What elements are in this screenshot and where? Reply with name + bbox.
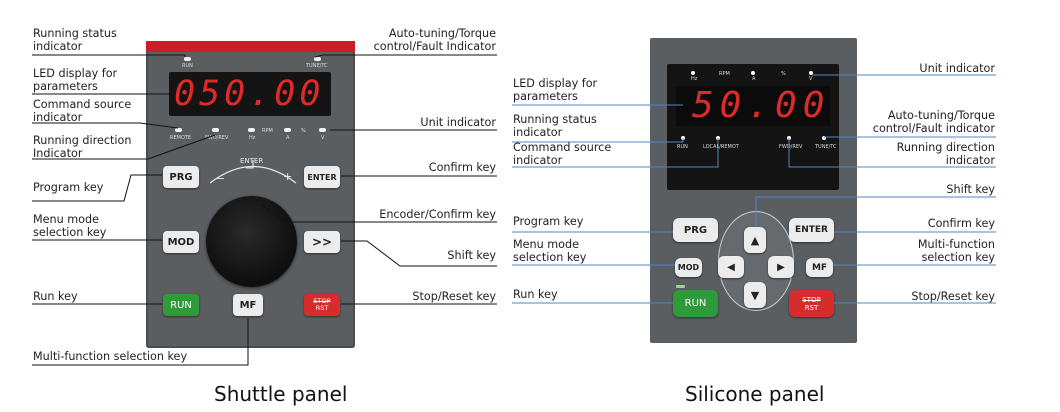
tune-led (314, 57, 321, 61)
sil-mod-button[interactable]: MOD (675, 258, 702, 277)
rpm-mini-label: RPM (262, 128, 273, 134)
label-program-key: Program key (33, 181, 104, 194)
sil-run-label: RUN (677, 144, 688, 150)
v-led-label: V (321, 135, 325, 141)
tune-led-label: TUNE/TC (306, 63, 328, 69)
silicone-display-window (667, 64, 839, 190)
sil-prg-button[interactable]: PRG (673, 218, 718, 242)
label-confirm-key: Confirm key (428, 161, 496, 174)
sil-label-running-status: Running status indicator (513, 113, 597, 139)
fwdrev-led (212, 128, 219, 132)
label-led-display: LED display for parameters (33, 67, 118, 93)
sil-label-menu-mode: Menu mode selection key (513, 238, 587, 264)
label-command-source: Command source indicator (33, 98, 132, 124)
sil-label-auto-tuning: Auto-tuning/Torque control/Fault indicat… (872, 109, 995, 135)
shuttle-led-display (169, 72, 331, 116)
sil-rst-label: RST (804, 303, 819, 312)
sil-hz-label: Hz (691, 76, 698, 82)
shuttle-prg-button[interactable]: PRG (163, 166, 199, 188)
a-led-label: A (286, 135, 290, 141)
sil-v-led (809, 71, 813, 75)
shuttle-run-button[interactable]: RUN (163, 294, 199, 316)
run-led (184, 57, 191, 61)
sil-local-label: LOCAL/REMOT (703, 144, 739, 150)
sil-pct-label: % (781, 71, 786, 77)
caption-silicone: Silicone panel (685, 382, 825, 406)
sil-label-confirm-key: Confirm key (927, 217, 995, 230)
label-stop-reset: Stop/Reset key (412, 290, 496, 303)
shuttle-display-value: 050.00 (174, 74, 325, 114)
sil-label-shift-key: Shift key (946, 183, 995, 196)
a-led (284, 128, 291, 132)
remote-led (175, 128, 182, 132)
label-run-key: Run key (33, 290, 78, 303)
shuttle-mf-button[interactable]: MF (233, 294, 263, 316)
shuttle-stop-button[interactable]: STOP RST (304, 294, 340, 316)
sil-stop-label: STOP (802, 295, 821, 304)
label-running-status: Running status indicator (33, 27, 117, 53)
sil-down-button[interactable]: ▼ (744, 282, 766, 308)
knob-minus-label: − (216, 172, 226, 185)
stop-label: STOP (313, 297, 331, 305)
shuttle-mod-button[interactable]: MOD (163, 231, 199, 253)
sil-stop-button[interactable]: STOP RST (789, 290, 834, 317)
remote-led-label: REMOTE (170, 135, 192, 141)
label-encoder-confirm: Encoder/Confirm key (379, 208, 496, 221)
sil-run-indicator-led (676, 285, 685, 288)
hz-led (248, 128, 255, 132)
sil-right-button[interactable]: ▶ (768, 256, 794, 278)
caption-shuttle: Shuttle panel (214, 382, 348, 406)
sil-tune-led (822, 136, 826, 140)
fwdrev-led-label: FWD/REV (205, 135, 229, 141)
shuttle-enter-button[interactable]: ENTER (304, 166, 340, 188)
sil-a-led (751, 71, 755, 75)
hz-led-label: Hz (249, 135, 256, 141)
sil-v-label: V (809, 76, 813, 82)
sil-mf-button[interactable]: MF (806, 258, 833, 277)
run-led-label: RUN (182, 63, 193, 69)
rst-label: RST (315, 304, 329, 312)
sil-label-multi-function: Multi-function selection key (917, 238, 995, 264)
shuttle-shift-button[interactable]: >> (304, 231, 340, 253)
sil-rpm-label: RPM (719, 71, 730, 77)
knob-enter-label: ENTER (240, 157, 264, 165)
encoder-knob[interactable] (206, 196, 297, 287)
label-menu-mode: Menu mode selection key (33, 213, 107, 239)
sil-fwdrev-label: FWD/REV (779, 144, 803, 150)
sil-label-run-key: Run key (513, 288, 558, 301)
pct-mini-label: % (301, 128, 306, 134)
sil-enter-button[interactable]: ENTER (789, 218, 834, 242)
sil-hz-led (691, 71, 695, 75)
sil-tune-label: TUNE/TC (815, 144, 837, 150)
sil-left-button[interactable]: ◀ (718, 256, 744, 278)
sil-label-unit-indicator: Unit indicator (919, 62, 995, 75)
sil-label-command-source: Command source indicator (513, 141, 612, 167)
sil-label-stop-reset: Stop/Reset key (911, 290, 995, 303)
shuttle-top-strip (146, 41, 355, 52)
label-multi-function: Multi-function selection key (33, 350, 188, 363)
sil-label-led-display: LED display for parameters (513, 77, 598, 103)
sil-label-running-direction: Running direction indicator (896, 141, 995, 167)
sil-up-button[interactable]: ▲ (744, 227, 766, 253)
sil-label-program-key: Program key (513, 215, 584, 228)
label-unit-indicator: Unit indicator (420, 116, 496, 129)
label-auto-tuning: Auto-tuning/Torque control/Fault Indicat… (373, 27, 496, 53)
label-shift-key: Shift key (447, 249, 496, 262)
label-running-direction: Running direction Indicator (33, 134, 132, 160)
sil-a-label: A (752, 76, 756, 82)
silicone-display-value: 50.00 (692, 85, 831, 126)
silicone-led-display (676, 86, 830, 126)
v-led (319, 128, 326, 132)
sil-run-button[interactable]: RUN (673, 290, 718, 317)
